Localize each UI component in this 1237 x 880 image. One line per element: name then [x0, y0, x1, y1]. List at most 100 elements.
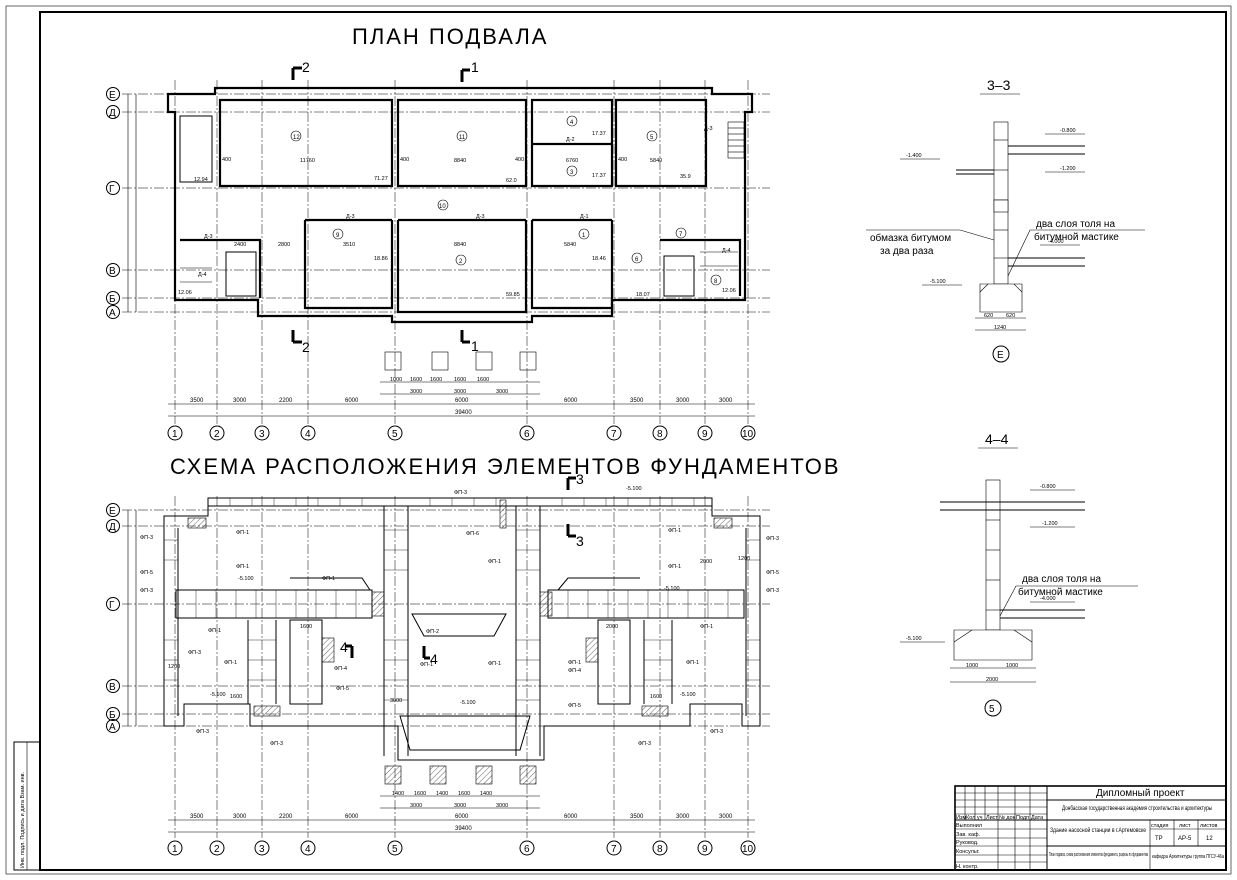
- title-block-project: Дипломный проект: [1096, 788, 1185, 799]
- svg-text:Выполнил: Выполнил: [956, 823, 982, 829]
- svg-text:3: 3: [259, 429, 265, 440]
- svg-text:ФП-1: ФП-1: [236, 564, 249, 570]
- svg-text:35.9: 35.9: [680, 174, 691, 180]
- foundation-hatch: [187, 499, 733, 717]
- svg-text:1600: 1600: [650, 694, 662, 700]
- svg-text:1400: 1400: [480, 791, 492, 797]
- svg-text:Д-2: Д-2: [566, 137, 575, 143]
- svg-text:7: 7: [611, 429, 617, 440]
- svg-text:4: 4: [570, 120, 574, 126]
- svg-text:3: 3: [570, 170, 574, 176]
- svg-text:18.07: 18.07: [636, 292, 650, 298]
- svg-text:3000: 3000: [454, 803, 466, 809]
- svg-text:Лист: Лист: [986, 815, 998, 821]
- svg-text:за два раза: за два раза: [880, 246, 934, 257]
- svg-text:ФП-1: ФП-1: [700, 624, 713, 630]
- svg-text:6000: 6000: [564, 814, 578, 820]
- room-4: 4: [566, 115, 578, 127]
- svg-text:39400: 39400: [455, 410, 472, 416]
- svg-text:11760: 11760: [300, 158, 315, 164]
- svg-text:3000: 3000: [233, 814, 247, 820]
- svg-text:-4.000: -4.000: [1040, 596, 1056, 602]
- svg-text:ФП-1: ФП-1: [420, 662, 433, 668]
- svg-text:1: 1: [471, 338, 479, 354]
- svg-text:1600: 1600: [230, 694, 242, 700]
- stair: [727, 121, 745, 159]
- svg-text:Руковод.: Руковод.: [956, 840, 979, 846]
- title-block-dept: кафедра Архитектуры группа ПГСУ-46а: [1152, 854, 1225, 860]
- svg-text:ФП-4: ФП-4: [568, 668, 581, 674]
- fp-labels: ФП-3 ФП-6 ФП-3 ФП-5 ФП-3 ФП-1 ФП-1 ФП-1 …: [140, 486, 779, 747]
- axis-bubble-G: Г: [106, 181, 120, 195]
- svg-text:ФП-1: ФП-1: [488, 661, 501, 667]
- svg-text:Д-3: Д-3: [704, 126, 713, 132]
- svg-text:2200: 2200: [279, 398, 293, 404]
- svg-text:Подп: Подп: [1016, 815, 1029, 821]
- svg-text:8: 8: [657, 844, 663, 855]
- svg-text:2000: 2000: [700, 559, 712, 565]
- scheme-col-bubble-8: 8: [652, 840, 668, 856]
- svg-text:ФП-5: ФП-5: [140, 570, 153, 576]
- svg-text:18.86: 18.86: [374, 256, 388, 262]
- svg-text:3000: 3000: [719, 814, 733, 820]
- svg-text:1240: 1240: [994, 325, 1006, 331]
- plan-col-bubble-2: 2: [209, 425, 225, 441]
- svg-text:Дата: Дата: [1031, 815, 1044, 821]
- svg-text:12: 12: [1206, 836, 1213, 842]
- section-4-4-axis-bubble: [984, 699, 1002, 717]
- svg-text:ТР: ТР: [1155, 836, 1163, 842]
- svg-text:-0.800: -0.800: [1060, 128, 1076, 134]
- svg-text:1600: 1600: [477, 377, 489, 383]
- svg-text:ФП-3: ФП-3: [270, 741, 283, 747]
- svg-text:Д: Д: [109, 522, 116, 533]
- svg-text:3500: 3500: [190, 814, 204, 820]
- svg-text:ФП-1: ФП-1: [224, 660, 237, 666]
- svg-text:ФП-3: ФП-3: [638, 741, 651, 747]
- svg-text:ФП-1: ФП-1: [236, 530, 249, 536]
- svg-text:400: 400: [400, 157, 409, 163]
- svg-text:3500: 3500: [190, 398, 204, 404]
- scheme-col-bubble-5: 5: [387, 840, 403, 856]
- svg-text:-0.800: -0.800: [1040, 484, 1056, 490]
- svg-text:3000: 3000: [454, 389, 466, 395]
- svg-text:5: 5: [650, 135, 654, 141]
- axis-bubble-E: Е: [106, 87, 120, 101]
- svg-text:6: 6: [524, 844, 530, 855]
- svg-text:4: 4: [305, 429, 311, 440]
- svg-text:2: 2: [214, 844, 220, 855]
- svg-text:2: 2: [302, 59, 310, 75]
- axis-bubble-D: Д: [106, 105, 120, 119]
- svg-text:18.46: 18.46: [592, 256, 606, 262]
- svg-text:3000: 3000: [496, 389, 508, 395]
- svg-text:1200: 1200: [168, 664, 180, 670]
- svg-text:1400: 1400: [392, 791, 404, 797]
- svg-text:2800: 2800: [278, 242, 290, 248]
- axis-bubble-A: А: [106, 305, 120, 319]
- svg-text:3000: 3000: [233, 398, 247, 404]
- svg-text:3000: 3000: [410, 389, 422, 395]
- side-stamp-text: Инв. подл. Подпись и дата Взам. инв.: [20, 771, 26, 868]
- svg-text:1400: 1400: [436, 791, 448, 797]
- svg-text:3000: 3000: [676, 814, 690, 820]
- scheme-col-bubble-10: 10: [740, 840, 756, 856]
- svg-text:1: 1: [471, 59, 479, 75]
- svg-text:4: 4: [430, 651, 438, 667]
- svg-text:1200: 1200: [738, 556, 750, 562]
- svg-text:1600: 1600: [454, 377, 466, 383]
- svg-text:-1.400: -1.400: [906, 153, 922, 159]
- svg-text:ФП-2: ФП-2: [426, 629, 439, 635]
- svg-text:400: 400: [515, 157, 524, 163]
- svg-text:Д-4: Д-4: [722, 248, 731, 254]
- svg-text:3500: 3500: [630, 814, 644, 820]
- scheme-axis-B: Б: [106, 707, 120, 721]
- svg-text:17.37: 17.37: [592, 131, 606, 137]
- plan-column-axes: 3500 3000 2200 6000 6000 6000 3500 3000 …: [167, 80, 756, 441]
- room-6: 6: [631, 252, 643, 264]
- plan-row-axes: Е Д Г В Б А: [106, 87, 770, 319]
- room-8: 8: [710, 274, 722, 286]
- svg-text:62.0: 62.0: [506, 178, 517, 184]
- svg-text:17.37: 17.37: [592, 173, 606, 179]
- svg-text:4: 4: [305, 844, 311, 855]
- svg-text:Е: Е: [109, 506, 116, 517]
- svg-text:3510: 3510: [343, 242, 355, 248]
